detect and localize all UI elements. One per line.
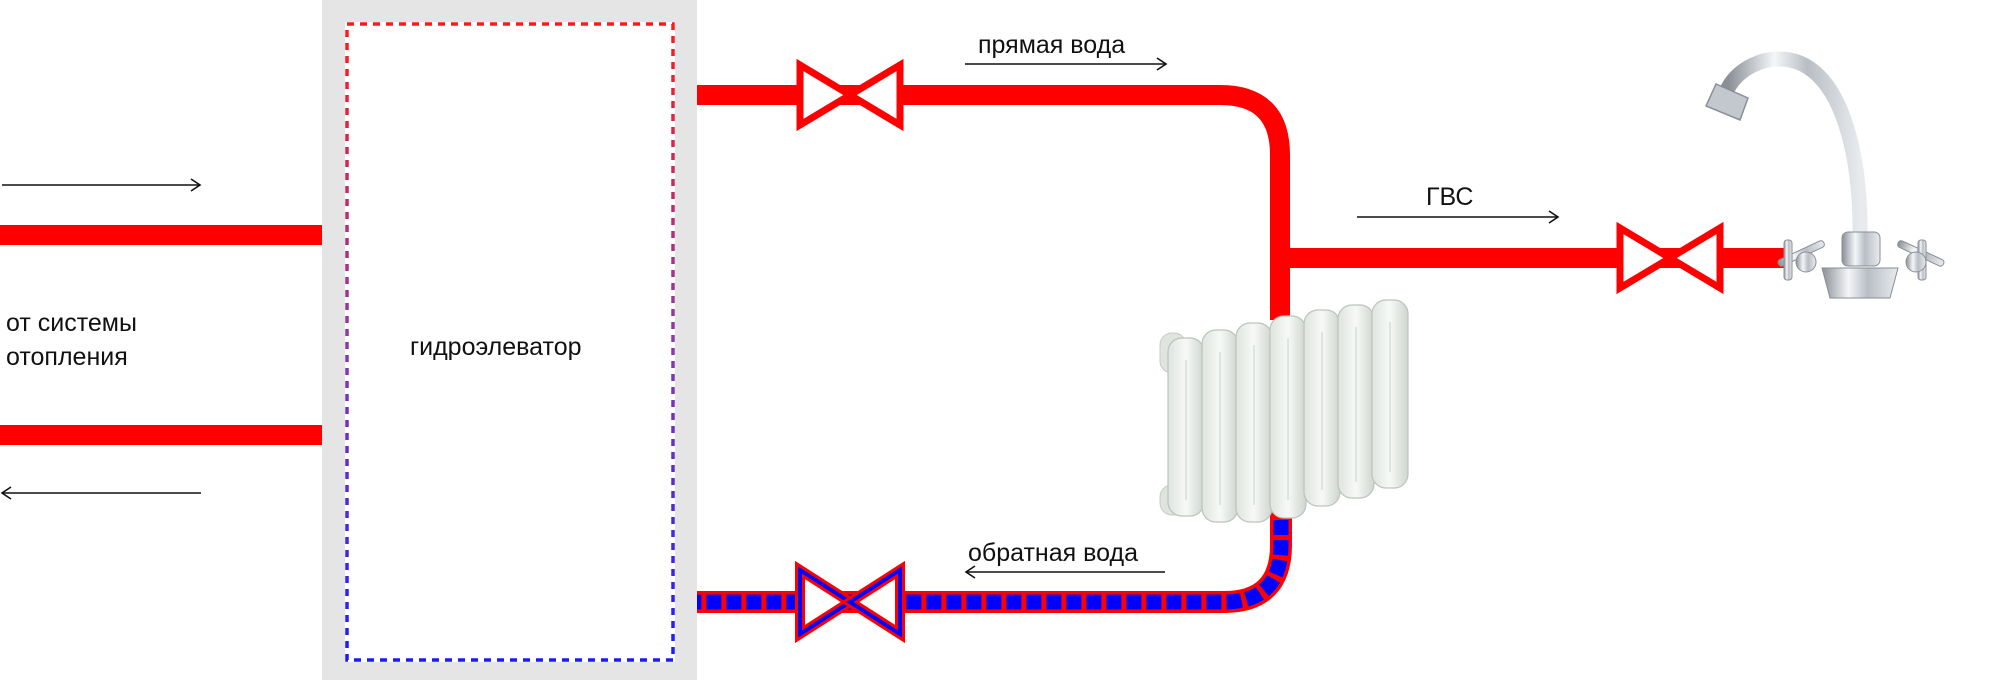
source-label-line1: от системы [6,309,137,337]
return-label: обратная вода [968,539,1138,567]
return-pipe-dashes [697,500,1289,610]
outlet-arrow [0,486,201,500]
source-label-line2: отопления [6,343,128,371]
hot-water-valve [1616,221,1724,295]
return-valve [795,560,905,644]
elevator-label: гидроэлеватор [410,333,582,361]
inlet-arrow [2,178,202,192]
hot-water-arrow [1357,210,1560,224]
faucet-icon [1704,51,1945,299]
radiator-icon [1159,299,1409,523]
outlet-pipe [0,425,322,445]
supply-valve [796,58,904,132]
elevator-inner [345,22,675,662]
supply-label: прямая вода [978,31,1126,59]
inlet-pipe [0,225,322,245]
hot-water-label: ГВС [1426,183,1474,211]
return-arrow [964,565,1165,579]
elevator-dashed-border [345,22,675,662]
supply-arrow [965,57,1168,71]
supply-pipe [697,85,1290,320]
